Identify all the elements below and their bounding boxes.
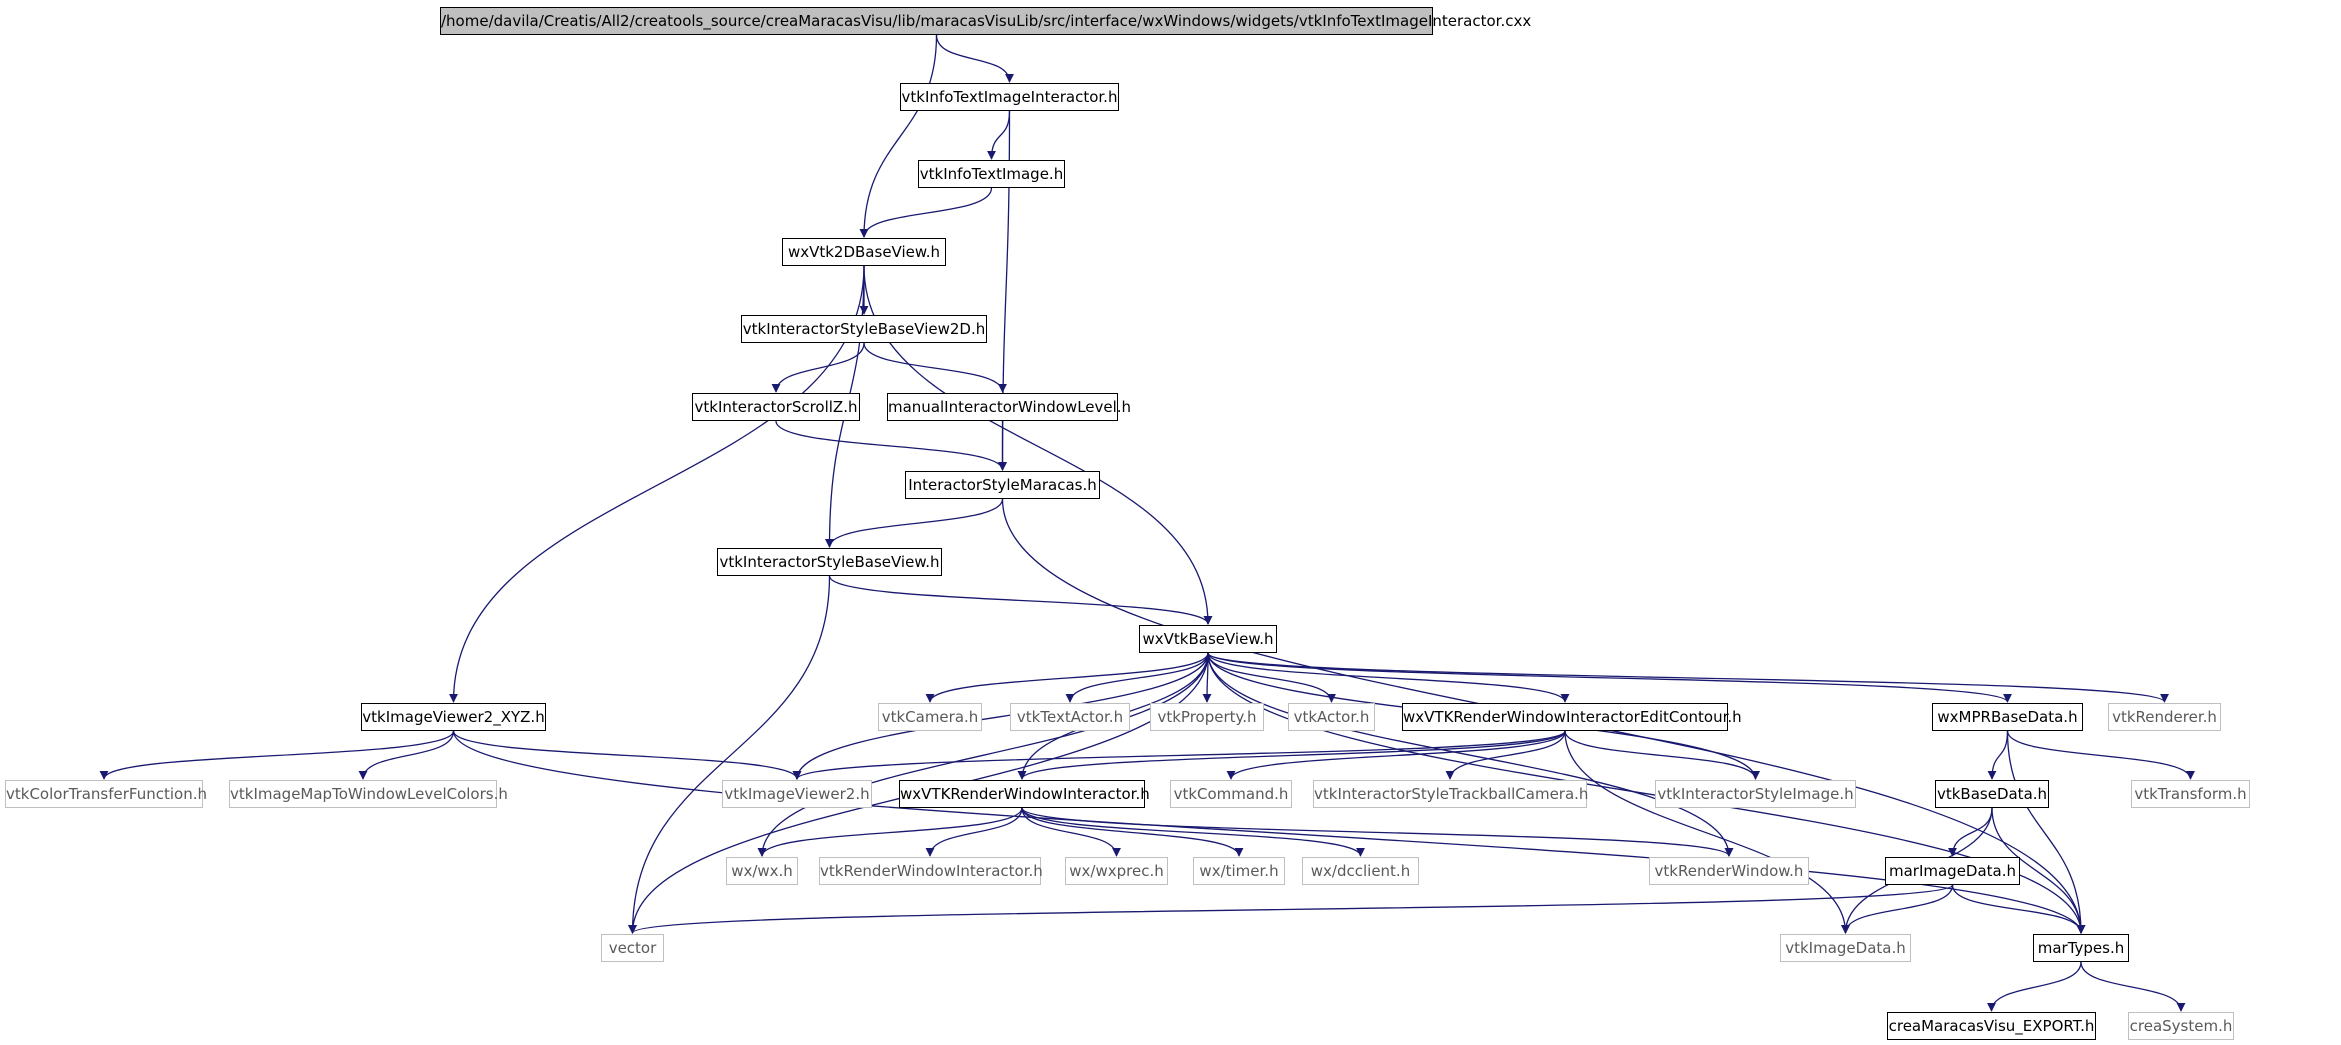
edge-wxVTKRenderWindowInteractorEditContour-to-vtkInteractorStyleImage <box>1564 730 1760 780</box>
node-vtktextactor: vtkTextActor.h <box>1010 703 1130 731</box>
edge-vtkImageViewer2_XYZ-to-vtkColorTransferFunction <box>99 730 455 780</box>
edge-wxVtkBaseView-to-vtkCamera <box>925 652 1209 703</box>
node-vtkinteractorscrollz[interactable]: vtkInteractorScrollZ.h <box>692 393 860 421</box>
edge-vtkInteractorStyleBaseView2D-to-manualInteractorWindowLevel <box>863 342 1007 393</box>
edge-wxVTKRenderWindowInteractorEditContour-to-vtkCommand <box>1226 730 1566 780</box>
edge-vtkImageViewer2_XYZ-to-vtkImageViewer2 <box>452 730 802 780</box>
edge-wxVtkBaseView-to-vtkRenderer <box>1207 652 2169 703</box>
node-vtkactor: vtkActor.h <box>1288 703 1375 731</box>
node-vtkbasedata[interactable]: vtkBaseData.h <box>1935 780 2049 808</box>
edge-wxVTKRenderWindowInteractor-to-vtkRenderWindow <box>1021 807 1734 857</box>
edge-wxVTKRenderWindowInteractor-to-wx_dcclient <box>1021 807 1365 857</box>
edge-vtkInteractorStyleBaseView2D-to-vtkInteractorScrollZ <box>771 342 865 393</box>
edge-wxVtkBaseView-to-wxMPRBaseData <box>1207 652 2012 703</box>
edge-vtkBaseData-to-marImageData <box>1948 807 1993 857</box>
node-wxvtk2dbaseview[interactable]: wxVtk2DBaseView.h <box>782 238 946 266</box>
node-vtkimageviewer2: vtkImageViewer2.h <box>722 780 872 808</box>
node-wxvtkrenderwindowinteractor[interactable]: wxVTKRenderWindowInteractor.h <box>899 780 1150 808</box>
node-vtkrenderwindow: vtkRenderWindow.h <box>1649 857 1809 885</box>
node-creasystem: creaSystem.h <box>2128 1012 2234 1040</box>
node-martypes[interactable]: marTypes.h <box>2033 934 2129 962</box>
edge-root-to-wxVtk2DBaseView <box>859 34 938 238</box>
edge-vtkInfoTextImageInteractor-to-vtkInfoTextImage <box>987 110 1011 160</box>
edge-wxVtkBaseView-to-wxVTKRenderWindowInteractorEditContour <box>1207 652 1570 703</box>
edge-wxVtkBaseView-to-vtkRenderWindow <box>1207 652 1734 857</box>
edge-vtkInteractorStyleBaseView-to-vector <box>628 575 831 934</box>
node-vtkinteractorstylebaseview2d[interactable]: vtkInteractorStyleBaseView2D.h <box>741 315 987 343</box>
edge-vtkInteractorScrollZ-to-InteractorStyleMaracas <box>775 420 1007 471</box>
edge-wxVTKRenderWindowInteractor-to-wx_wxprec <box>1021 807 1121 857</box>
edge-wxVtkBaseView-to-wx_wx <box>757 652 1209 857</box>
edge-vtkImageViewer2_XYZ-to-marTypes <box>452 730 2086 934</box>
node-vtkproperty: vtkProperty.h <box>1150 703 1264 731</box>
node-vtkinfotextimage[interactable]: vtkInfoTextImage.h <box>918 160 1065 188</box>
node-vtkinteractorstyleimage: vtkInteractorStyleImage.h <box>1655 780 1856 808</box>
node-vtkinteractorstylebaseview[interactable]: vtkInteractorStyleBaseView.h <box>717 548 942 576</box>
node-vtkimageviewer2-xyz[interactable]: vtkImageViewer2_XYZ.h <box>361 703 546 731</box>
edge-vtkImageViewer2_XYZ-to-vtkImageMapToWindowLevelColors <box>358 730 455 780</box>
edge-vtkBaseData-to-marTypes <box>1991 807 2086 934</box>
edge-wxVTKRenderWindowInteractorEditContour-to-vtkInteractorStyleTrackballCamera <box>1445 730 1566 780</box>
edge-vtkInfoTextImage-to-wxVtk2DBaseView <box>859 187 993 238</box>
node-wx-wxprec: wx/wxprec.h <box>1065 857 1168 885</box>
edge-marTypes-to-creaSystem <box>2080 961 2186 1012</box>
edge-InteractorStyleMaracas-to-vtkInteractorStyleBaseView <box>825 498 1004 548</box>
edge-wxVTKRenderWindowInteractor-to-vtkRenderWindowInteractor <box>925 807 1023 857</box>
edge-wxMPRBaseData-to-vtkBaseData <box>1987 730 2009 780</box>
edge-marImageData-to-vtkImageData <box>1841 884 1954 934</box>
node-vector: vector <box>601 934 664 962</box>
edge-wxVTKRenderWindowInteractorEditContour-to-vtkImageData <box>1564 730 1850 934</box>
node-wx-dcclient: wx/dcclient.h <box>1302 857 1419 885</box>
edge-wxMPRBaseData-to-vtkTransform <box>2006 730 2195 780</box>
node-vtkinfotextimageinteractor[interactable]: vtkInfoTextImageInteractor.h <box>900 83 1119 111</box>
node-manualinteractorwindowlevel[interactable]: manualInteractorWindowLevel.h <box>887 393 1131 421</box>
edge-marImageData-to-marTypes <box>1951 884 2086 934</box>
edge-marTypes-to-creaMaracasVisu_EXPORT <box>1987 961 2082 1012</box>
node-wx-timer: wx/timer.h <box>1193 857 1285 885</box>
edge-vtkInteractorStyleBaseView-to-wxVtkBaseView <box>828 575 1213 625</box>
node-vtkrenderwindowinteractor: vtkRenderWindowInteractor.h <box>819 857 1043 885</box>
node-vtktransform: vtkTransform.h <box>2131 780 2250 808</box>
edge-wxVtkBaseView-to-vtkActor <box>1207 652 1336 703</box>
node-marimagedata[interactable]: marImageData.h <box>1885 857 2020 885</box>
node-interactorstylemaracas[interactable]: InteractorStyleMaracas.h <box>905 471 1100 499</box>
edge-wxVtk2DBaseView-to-vtkImageViewer2_XYZ <box>449 265 865 703</box>
node-root: /home/davila/Creatis/All2/creatools_sour… <box>440 7 1531 35</box>
edge-wxVTKRenderWindowInteractorEditContour-to-vtkImageViewer2 <box>792 730 1566 780</box>
node-vtkimagemaptowindowlevelcolors: vtkImageMapToWindowLevelColors.h <box>229 780 508 808</box>
edge-wxVTKRenderWindowInteractor-to-wx_timer <box>1021 807 1244 857</box>
node-creamaracasvisu-export[interactable]: creaMaracasVisu_EXPORT.h <box>1887 1012 2096 1040</box>
node-wxvtkbaseview[interactable]: wxVtkBaseView.h <box>1139 625 1277 653</box>
node-wxvtkrenderwindowinteractoreditcontour[interactable]: wxVTKRenderWindowInteractorEditContour.h <box>1402 703 1742 731</box>
edge-wxVTKRenderWindowInteractorEditContour-to-wxVTKRenderWindowInteractor <box>1017 730 1566 780</box>
node-vtkinteractorstyletrackballcamera: vtkInteractorStyleTrackballCamera.h <box>1313 780 1588 808</box>
edge-wxVtkBaseView-to-vtkImageViewer2 <box>792 652 1209 780</box>
node-wx-wx: wx/wx.h <box>726 857 798 885</box>
node-vtkcamera: vtkCamera.h <box>878 703 982 731</box>
edge-wxVTKRenderWindowInteractor-to-wx_wx <box>757 807 1023 857</box>
edge-root-to-vtkInfoTextImageInteractor <box>935 34 1014 83</box>
node-wxmprbasedata[interactable]: wxMPRBaseData.h <box>1932 703 2083 731</box>
edge-wxMPRBaseData-to-marTypes <box>2006 730 2086 934</box>
edge-marImageData-to-vector <box>628 884 1954 934</box>
node-vtkimagedata: vtkImageData.h <box>1780 934 1911 962</box>
node-vtkcolortransferfunction: vtkColorTransferFunction.h <box>5 780 207 808</box>
node-vtkrenderer: vtkRenderer.h <box>2108 703 2221 731</box>
node-vtkcommand: vtkCommand.h <box>1170 780 1292 808</box>
edge-wxVtkBaseView-to-vtkTextActor <box>1065 652 1209 703</box>
